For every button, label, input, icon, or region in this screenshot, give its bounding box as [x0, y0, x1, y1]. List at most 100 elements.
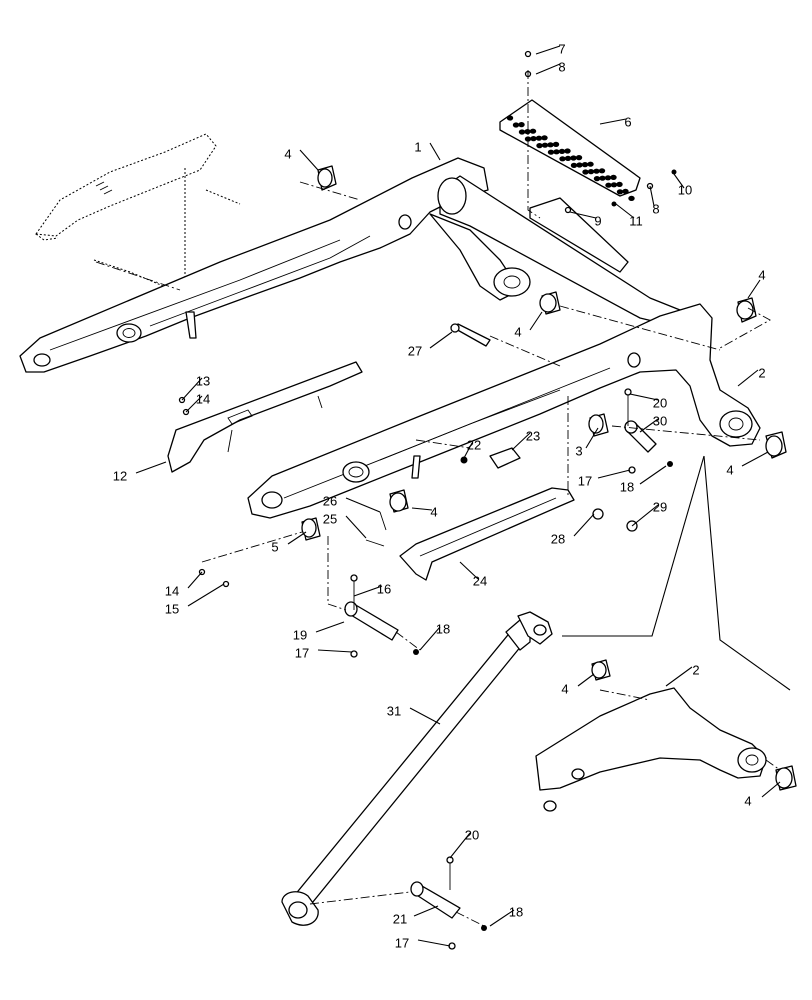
callout-leader-4	[529, 311, 543, 331]
callout-leader-8	[535, 63, 561, 75]
callout-label-13: 13	[196, 373, 210, 388]
callout-leader-14	[187, 571, 203, 589]
step-hole	[559, 156, 566, 162]
bushings	[301, 165, 797, 791]
callout-label-4: 4	[726, 462, 733, 477]
callout-label-15: 15	[165, 601, 179, 616]
callout-label-17: 17	[395, 935, 409, 950]
callout-label-28: 28	[551, 531, 565, 546]
callout-label-30: 30	[653, 413, 667, 428]
callout-leader-4	[411, 507, 433, 511]
callout-label-31: 31	[387, 703, 401, 718]
callout-label-20: 20	[653, 395, 667, 410]
callout-leader-27	[429, 331, 453, 349]
callout-leader-17	[417, 939, 451, 947]
loader-arm-left	[19, 157, 489, 373]
callout-leader-13	[181, 377, 203, 401]
callout-leader-5	[287, 531, 307, 545]
callout-leader-8	[649, 185, 655, 207]
callout-label-29: 29	[653, 499, 667, 514]
step-hole	[575, 155, 583, 161]
step-hole	[547, 149, 555, 155]
callout-label-21: 21	[393, 911, 407, 926]
step-hole	[593, 168, 600, 174]
step-hole	[605, 182, 612, 188]
callout-leader-12	[135, 461, 167, 474]
callout-leader-1	[429, 142, 441, 161]
step-hole	[576, 162, 583, 168]
callout-label-26: 26	[323, 493, 337, 508]
callout-leader-17	[597, 469, 631, 479]
step-hole	[587, 161, 594, 167]
callout-leader-20	[449, 832, 471, 859]
callout-label-14: 14	[196, 391, 210, 406]
callout-label-8: 8	[558, 59, 565, 74]
step-hole	[610, 182, 618, 188]
callout-leader-2	[737, 369, 759, 387]
callout-leader-25	[345, 515, 367, 539]
step-hole	[529, 128, 537, 134]
callout-leader-22	[463, 442, 473, 459]
callout-label-10: 10	[678, 182, 692, 197]
step-hole	[570, 155, 577, 161]
callout-leader-18	[489, 909, 515, 927]
callout-leader-3	[585, 427, 599, 449]
callout-leader-16	[353, 585, 383, 597]
step-hole	[582, 169, 589, 175]
callout-leader-4	[741, 451, 769, 467]
step-hole	[593, 176, 601, 182]
callout-leader-10	[673, 173, 685, 189]
callout-label-18: 18	[509, 904, 523, 919]
step-hole	[616, 181, 623, 187]
loader-arm-right	[247, 303, 761, 519]
cross-tube	[398, 175, 701, 331]
callout-label-4: 4	[514, 324, 521, 339]
callout-label-23: 23	[526, 428, 540, 443]
callout-label-16: 16	[377, 581, 391, 596]
step-hole	[524, 129, 531, 135]
step-hole	[518, 129, 526, 135]
callout-leader-4	[299, 149, 319, 171]
step-plate	[499, 99, 641, 273]
callout-label-12: 12	[113, 468, 127, 483]
step-hole	[628, 195, 635, 201]
callout-leader-4	[747, 279, 761, 299]
step-hole	[535, 135, 543, 141]
callout-label-24: 24	[473, 573, 487, 588]
callout-labels: 1223444444456788910111213141415161717171…	[113, 41, 781, 950]
callout-label-7: 7	[558, 41, 565, 56]
callout-leader-14	[185, 395, 203, 413]
callout-leader-4	[577, 673, 595, 687]
step-hole	[558, 148, 566, 154]
step-hole	[547, 142, 554, 148]
step-hole	[587, 169, 595, 175]
center-lines	[95, 70, 781, 927]
lift-cylinder	[281, 611, 553, 926]
callout-leader-18	[639, 465, 667, 485]
callout-label-6: 6	[624, 114, 631, 129]
callout-leader-2	[665, 666, 693, 687]
callout-label-18: 18	[436, 621, 450, 636]
callout-leader-11	[615, 203, 635, 219]
callout-label-2: 2	[692, 662, 699, 677]
callout-label-1: 1	[414, 139, 421, 154]
callout-leader-6	[599, 118, 627, 125]
step-hole	[610, 174, 617, 180]
step-hole	[570, 162, 578, 168]
callout-leader-15	[187, 583, 225, 607]
step-hole	[506, 115, 514, 121]
step-hole	[541, 135, 548, 141]
callout-label-25: 25	[323, 511, 337, 526]
callout-leader-4	[761, 781, 781, 798]
callout-leader-19	[315, 621, 345, 633]
callout-label-22: 22	[467, 437, 481, 452]
step-hole	[604, 175, 612, 181]
callout-label-11: 11	[629, 213, 643, 228]
step-hole	[553, 149, 560, 155]
callout-label-17: 17	[295, 645, 309, 660]
step-hole	[599, 175, 606, 181]
callout-label-20: 20	[465, 827, 479, 842]
callout-leader-23	[511, 432, 531, 451]
callout-leader-21	[413, 905, 439, 917]
